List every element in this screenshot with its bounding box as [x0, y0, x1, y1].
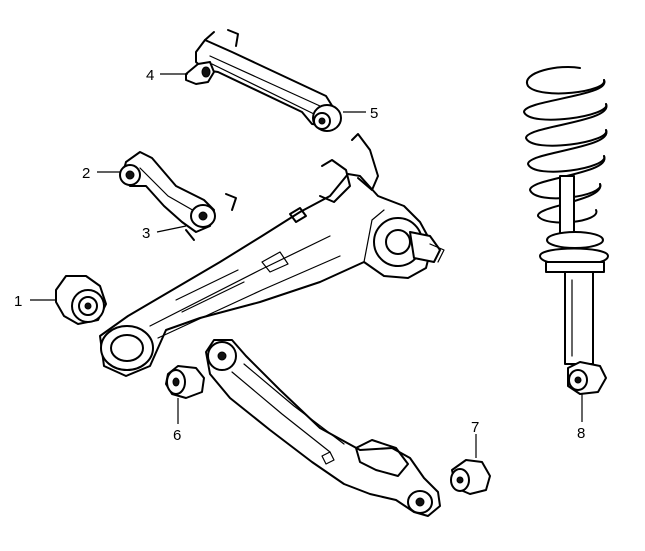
shock-absorber	[539, 175, 609, 395]
bushing-part-1	[55, 275, 107, 325]
callout-5: 5	[370, 105, 378, 122]
callout-4: 4	[146, 67, 154, 84]
lower-control-arm	[205, 339, 441, 517]
bushing-part-5	[312, 104, 342, 132]
callout-1: 1	[14, 293, 22, 310]
bushing-part-3	[190, 204, 216, 228]
callout-3: 3	[142, 225, 150, 242]
callout-numbers: 1 2 3 4 5 6 7 8	[14, 67, 585, 444]
callout-2: 2	[82, 165, 90, 182]
coil-spring	[523, 66, 608, 224]
bushing-part-4	[185, 61, 215, 85]
callout-6: 6	[173, 427, 181, 444]
bushing-part-6	[165, 365, 205, 399]
upper-control-arm	[121, 151, 237, 241]
leader-line-3	[156, 225, 187, 233]
trailing-arm-knuckle	[99, 133, 445, 377]
callout-8: 8	[577, 425, 585, 442]
bushing-part-7	[450, 459, 491, 495]
leader-lines	[30, 73, 583, 458]
bushing-part-2	[119, 164, 141, 186]
callout-7: 7	[471, 419, 479, 436]
